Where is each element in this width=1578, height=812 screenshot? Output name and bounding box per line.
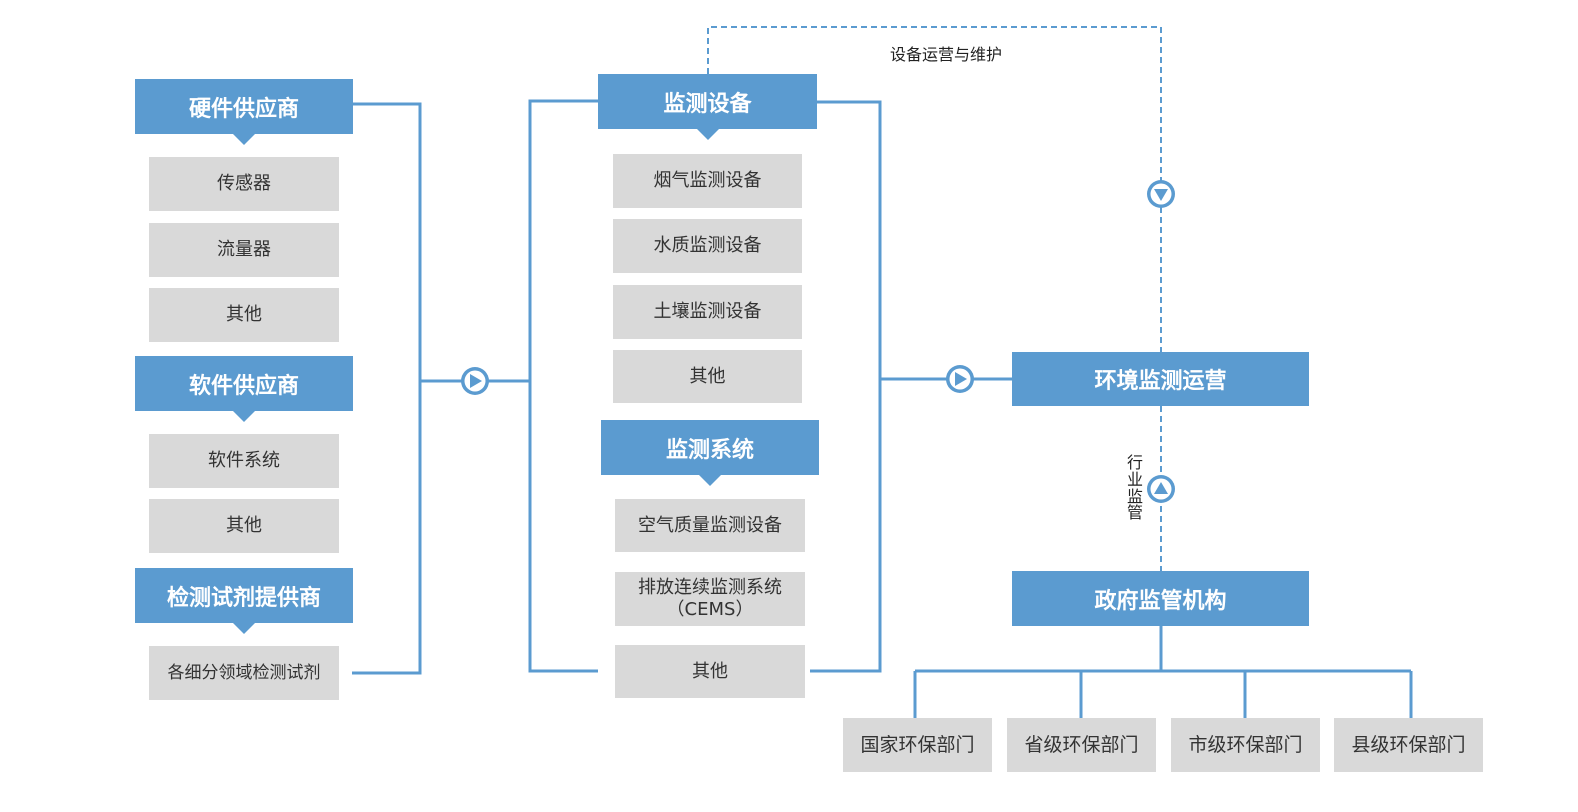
reagent-supplier-header: 检测试剂提供商: [135, 568, 353, 634]
department-national: 国家环保部门: [843, 718, 992, 772]
down-arrow-icon: [1147, 180, 1175, 208]
hardware-item-other: 其他: [149, 288, 339, 342]
equipment-item-other: 其他: [613, 350, 802, 403]
hardware-item-sensor: 传感器: [149, 157, 339, 211]
hardware-supplier-header: 硬件供应商: [135, 79, 353, 145]
equipment-item-water: 水质监测设备: [613, 219, 802, 273]
software-supplier-header: 软件供应商: [135, 356, 353, 422]
department-provincial: 省级环保部门: [1007, 718, 1156, 772]
monitoring-system-header: 监测系统: [601, 420, 819, 486]
department-city: 市级环保部门: [1171, 718, 1320, 772]
software-item-system: 软件系统: [149, 434, 339, 488]
monitoring-left-bracket-line: [528, 99, 598, 673]
cems-label: 排放连续监测系统: [638, 577, 782, 599]
reagent-item-detection: 各细分领域检测试剂: [149, 646, 339, 700]
equipment-item-soil: 土壤监测设备: [613, 285, 802, 339]
system-item-air-quality: 空气质量监测设备: [615, 499, 805, 552]
department-drop-lines: [913, 671, 1413, 718]
supervision-annotation: 行业监管: [1126, 453, 1143, 523]
system-item-other: 其他: [615, 645, 805, 698]
equipment-item-flue-gas: 烟气监测设备: [613, 154, 802, 208]
monitoring-right-bracket-line: [810, 100, 882, 673]
cems-abbreviation: （CEMS）: [666, 599, 754, 620]
maintenance-annotation: 设备运营与维护: [890, 45, 1003, 64]
hardware-item-flowmeter: 流量器: [149, 223, 339, 277]
system-item-cems: 排放连续监测系统 （CEMS）: [615, 572, 805, 626]
monitoring-equipment-header: 监测设备: [598, 74, 817, 140]
right-arrow-icon: [461, 367, 489, 395]
supplier-bracket-line: [352, 102, 422, 675]
up-arrow-icon: [1147, 475, 1175, 503]
environmental-monitoring-operation-box: 环境监测运营: [1012, 352, 1309, 406]
software-item-other: 其他: [149, 499, 339, 553]
department-county: 县级环保部门: [1334, 718, 1483, 772]
government-regulator-box: 政府监管机构: [1012, 571, 1309, 626]
right-arrow-icon: [946, 365, 974, 393]
